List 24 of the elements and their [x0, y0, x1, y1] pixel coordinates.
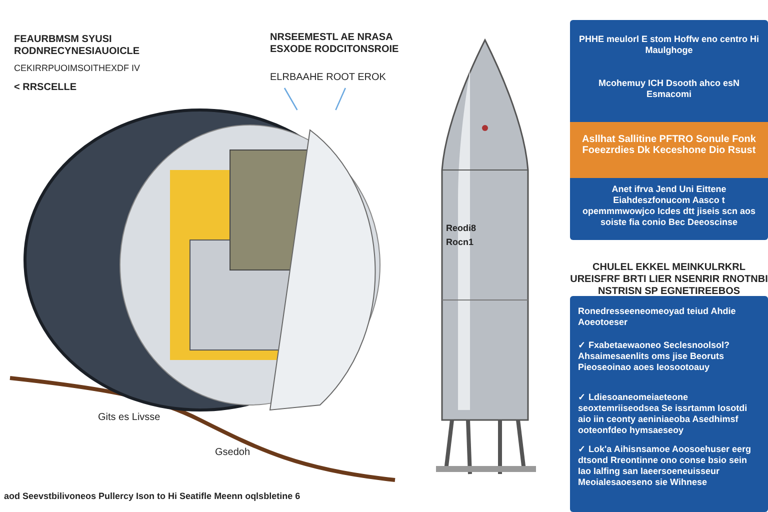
part-label: Gsedoh [215, 447, 252, 459]
panel-text: Anet ifrva Jend Uni Eittene Eiahdeszfonucom Aasco t opemmmwowjco Icdes dtt jiseis scn aos soiste fia conio Bec Deeoscinse [581, 184, 757, 228]
highlight-band [570, 122, 768, 178]
info-panel [570, 20, 768, 240]
panel-text: Ronedresseeneomeoyad teiud Ahdie Aoeotoeser [578, 306, 737, 328]
part-label: Gits es Livsse [98, 412, 162, 424]
panel-text: Asllhat Sallitine PFTRO Sonule Fonk Foeezrdies Dk Keceshone Dio Rsust [581, 134, 757, 156]
rocket-label: Rocn1 [446, 236, 475, 248]
caption: aod Seevstbilivoneos Pullercy Ison to Hi Seatifle Meenn oqlsbletine 6 [4, 490, 302, 502]
rocket-label: Reodi8 [446, 222, 478, 234]
panel-text: PHHE meulorl E stom Hoffw eno centro Hi Maulghoge [578, 34, 760, 56]
callout-heading: NRSEEMESTL AE NRASA ESXODE RODCITONSROIE [270, 32, 400, 56]
panel-text: ✓ Lok'a Aihisnsamoe Aoosoehuser eerg dtsond Rreontinne ono conse bsio sein Iao Ialfing san Iaeersoeneuisseur Meoialesaoeseno sie Wihnese [578, 444, 752, 488]
info-panel [570, 296, 768, 512]
part-label: < RRSCELLE [14, 82, 78, 94]
title-label: FEAURBMSM SYUSI RODNRECYNESIAUOICLE [14, 34, 141, 58]
panel-text: Mcohemuy ICH Dsooth ahco esN Esmacomi [597, 78, 741, 100]
panel-text: ✓ Ldiesoaneomeiaeteone seoxtemriiseodsea Se issrtamm Iosotdi aio iin ceonty aeniniaeoba Asedhimsf ooteonfdeo hymsaeseoy [578, 392, 748, 436]
subtitle-label: CEKIRRPUOIMSOITHEXDF IV [14, 62, 142, 74]
panel-text: ✓ Fxabetaewaoneo Seclesnoolsol? Ahsaimesaenlits oms jise Beoruts Pieoseoinao aoes Ieosootoauy [578, 340, 731, 373]
leader-line [284, 88, 298, 110]
leader-line [335, 88, 346, 110]
section-heading: CHULEL EKKEL MEINKULRKRL UREISFRF BRTI LIER NSENRIR RNOTNBI NSTRISN SP EGNETIREEBOS [570, 262, 768, 298]
callout-text: ELRBAAHE ROOT EROK [270, 72, 387, 84]
